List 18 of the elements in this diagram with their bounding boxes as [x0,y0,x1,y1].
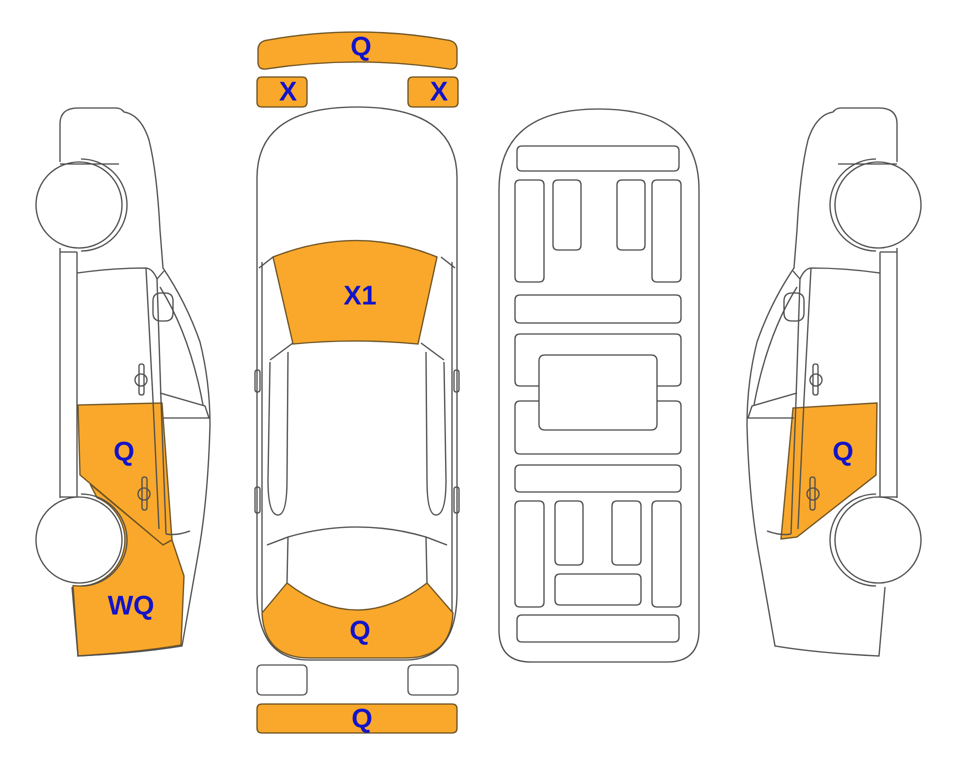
undamaged-panel [407,664,459,696]
damaged-panel [76,401,174,547]
damaged-panel [407,76,459,108]
damage-code: Q [350,34,372,60]
damaged-panel [779,401,879,541]
damage-code: Q [350,618,370,644]
damaged-panel [260,581,455,660]
damage-code: X1 [343,282,377,310]
damaged-panel [256,76,308,108]
damage-code: WQ [108,592,154,620]
damage-code: Q [832,438,854,466]
damage-code: X [430,78,448,106]
damaged-panel [256,703,458,734]
damage-code: Q [114,438,134,466]
undamaged-panel [256,664,308,696]
damage-code: Q [352,706,372,732]
damaged-panel [71,482,186,658]
damage-code: X [279,78,297,106]
